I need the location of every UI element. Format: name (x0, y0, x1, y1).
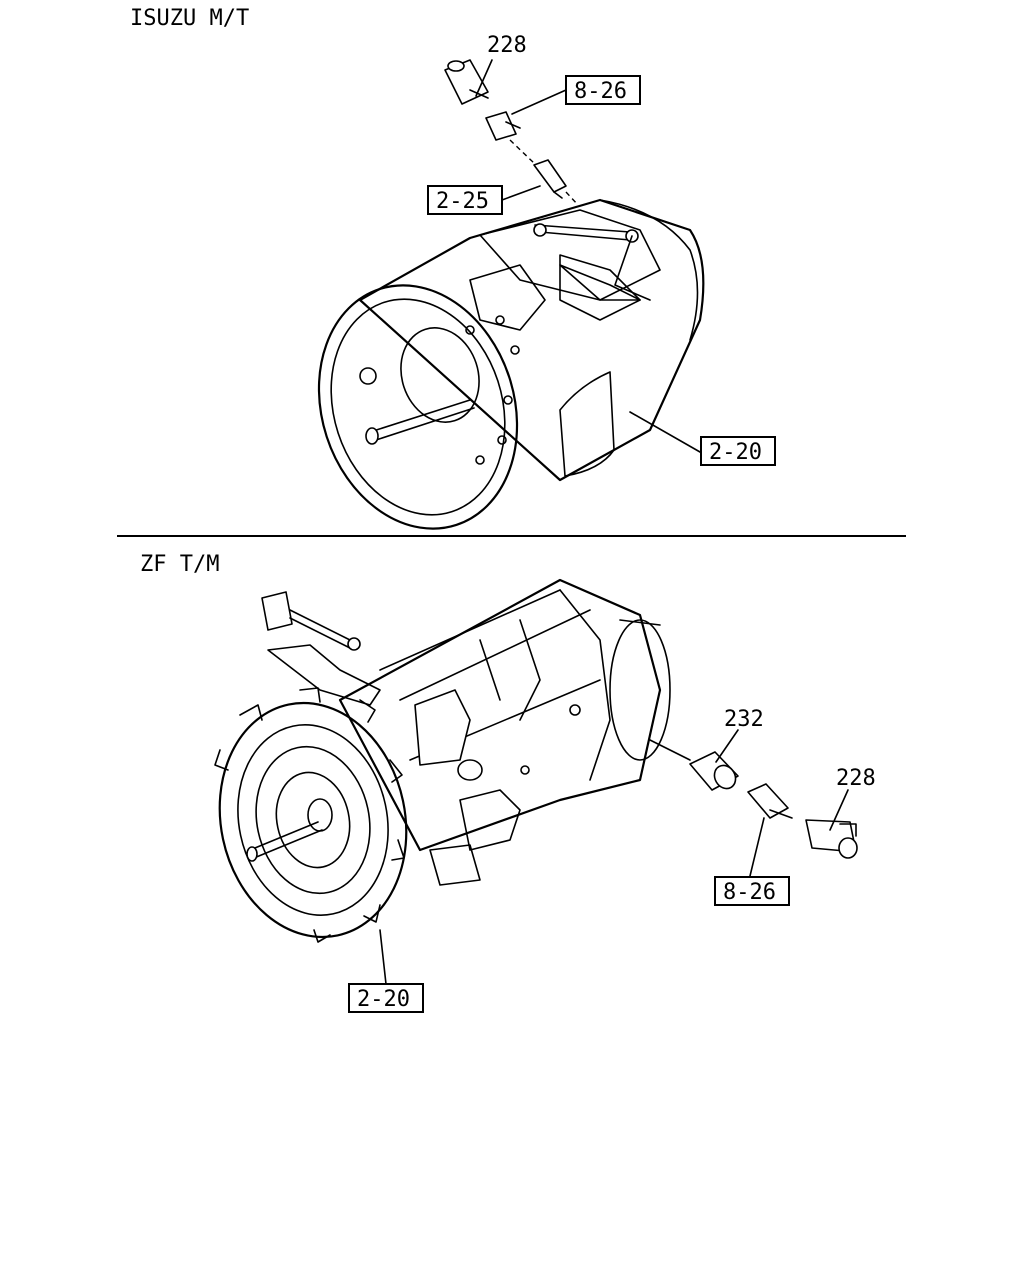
leader-line (511, 89, 567, 115)
zf-transmission-drawing (214, 578, 691, 943)
callout-box (348, 983, 424, 1013)
section-title-isuzu: ISUZU M/T (130, 6, 249, 31)
section-isuzu-mt: ISUZU M/T (130, 6, 776, 530)
plug-2-25 (533, 159, 567, 199)
section-title-zf: ZF T/M (140, 552, 219, 577)
callout-2-20: 2-20 (357, 987, 410, 1012)
callout-8-26: 8-26 (574, 79, 627, 104)
callout-box (714, 876, 790, 906)
speed-sensor-8-26 (747, 783, 793, 819)
leader-line (475, 59, 493, 97)
leader-line (749, 817, 765, 877)
callout-box (565, 75, 641, 105)
leader-line (379, 929, 387, 985)
leader-line (501, 185, 541, 201)
callout-8-26: 8-26 (723, 880, 776, 905)
leader-line (715, 729, 739, 763)
callout-228: 228 (487, 33, 527, 58)
callout-232: 232 (724, 707, 764, 732)
sensor-connector-228 (805, 819, 858, 859)
section-zf-tm: ZF T/M (140, 552, 876, 1013)
callout-2-20: 2-20 (709, 440, 762, 465)
leader-line (629, 411, 701, 453)
isuzu-transmission-drawing (317, 198, 705, 530)
callout-2-25: 2-25 (436, 189, 489, 214)
callout-box (427, 185, 503, 215)
assembly-line (509, 139, 537, 166)
callout-228: 228 (836, 766, 876, 791)
speed-sensor-8-26 (485, 111, 521, 141)
assembly-line (565, 191, 579, 206)
adapter-232 (689, 751, 739, 791)
callout-box (700, 436, 776, 466)
leader-line (829, 789, 849, 831)
